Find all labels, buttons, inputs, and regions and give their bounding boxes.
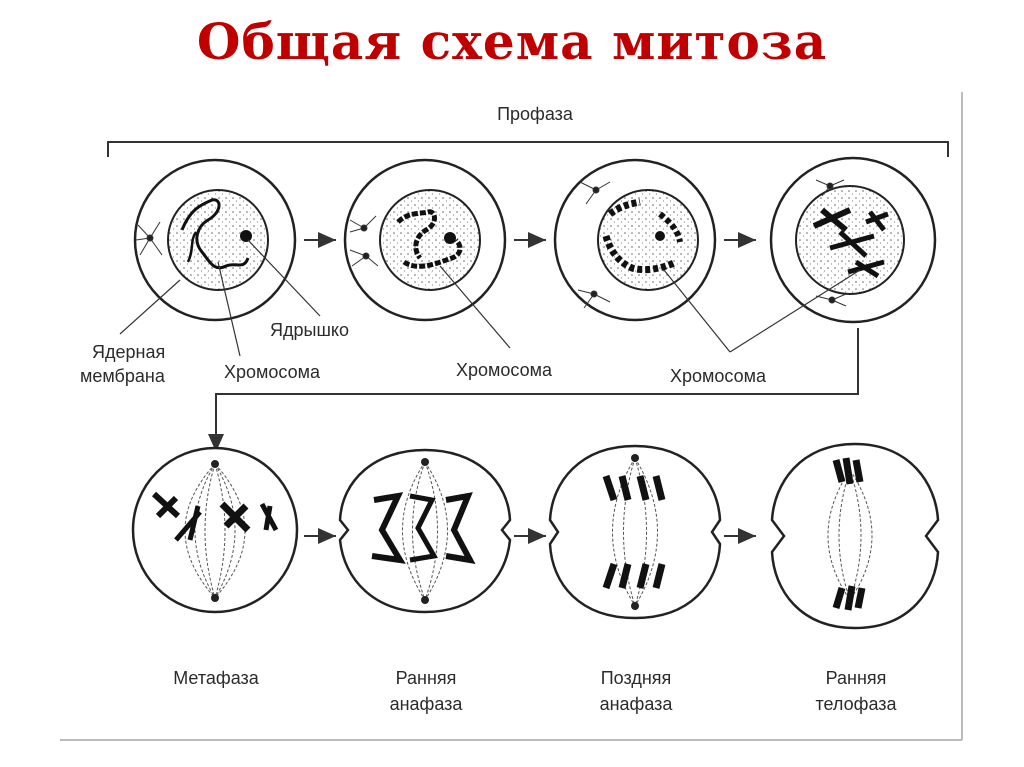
stage-label-2: телофаза xyxy=(815,694,897,714)
annotation-nuclear-membrane: Ядерная xyxy=(92,342,165,362)
chromosome-thread xyxy=(402,238,463,269)
nucleolus-icon xyxy=(444,232,456,244)
chromosome-cluster xyxy=(832,585,866,611)
chromosome-thread xyxy=(607,198,641,217)
centrosome-icon xyxy=(631,602,639,610)
early-anaphase-cell xyxy=(338,448,512,614)
stage-label-2: анафаза xyxy=(390,694,464,714)
prophase-label: Профаза xyxy=(497,104,574,124)
chromosome-shape xyxy=(829,230,875,258)
centrosome-icon xyxy=(421,596,429,604)
centrosome-icon xyxy=(135,221,163,256)
stage-label: Ранняя xyxy=(826,668,887,688)
chromosome-shape xyxy=(219,501,251,533)
annotation-chromosome-2: Хромосома xyxy=(456,360,553,380)
early-telophase-cell xyxy=(770,442,940,630)
chromosome-thread xyxy=(180,198,250,270)
centrosome-icon xyxy=(631,454,639,462)
chromosome-thread xyxy=(186,231,198,263)
chromosome-cluster xyxy=(832,457,864,485)
chromosome-thread xyxy=(658,211,683,243)
nucleus xyxy=(597,189,699,291)
nucleolus-icon xyxy=(240,230,252,242)
annotation-nuclear-membrane-2: мембрана xyxy=(80,366,166,386)
stage-label-2: анафаза xyxy=(600,694,674,714)
chromosome-thread xyxy=(396,209,437,260)
late-anaphase-cell xyxy=(548,444,722,620)
stage-label: Ранняя xyxy=(396,668,457,688)
chromosome-shape xyxy=(259,502,279,532)
prophase-cell-1 xyxy=(133,158,297,322)
annotation-nucleolus: Ядрышко xyxy=(270,320,349,340)
chromosome-thread xyxy=(602,234,678,274)
chromosome-shape xyxy=(174,505,202,542)
prophase-cell-2 xyxy=(343,158,507,322)
row-connector xyxy=(208,328,859,452)
chromosome-shape xyxy=(812,207,852,233)
chromosome-shape xyxy=(151,491,181,519)
centrosome-icon xyxy=(211,594,219,602)
prophase-bracket xyxy=(107,141,949,157)
page-title: Общая схема митоза xyxy=(196,12,828,71)
metaphase-cell xyxy=(131,446,299,614)
centrosome-icon xyxy=(421,458,429,466)
centrosome-icon xyxy=(211,460,219,468)
stage-label: Поздняя xyxy=(601,668,672,688)
chromosome-shape xyxy=(865,210,889,232)
prophase-cell-3 xyxy=(553,158,717,322)
nucleus xyxy=(379,189,481,291)
annotation-chromosome-3: Хромосома xyxy=(670,366,767,386)
nucleolus-icon xyxy=(655,231,665,241)
prophase-cell-4 xyxy=(769,156,937,324)
chromosome-shape xyxy=(847,259,885,279)
centrosome-icon xyxy=(577,181,611,309)
centrosome-icon xyxy=(349,215,379,267)
annotation-leaders xyxy=(119,239,861,357)
stage-label: Метафаза xyxy=(173,668,260,688)
annotation-chromosome-1: Хромосома xyxy=(224,362,321,382)
